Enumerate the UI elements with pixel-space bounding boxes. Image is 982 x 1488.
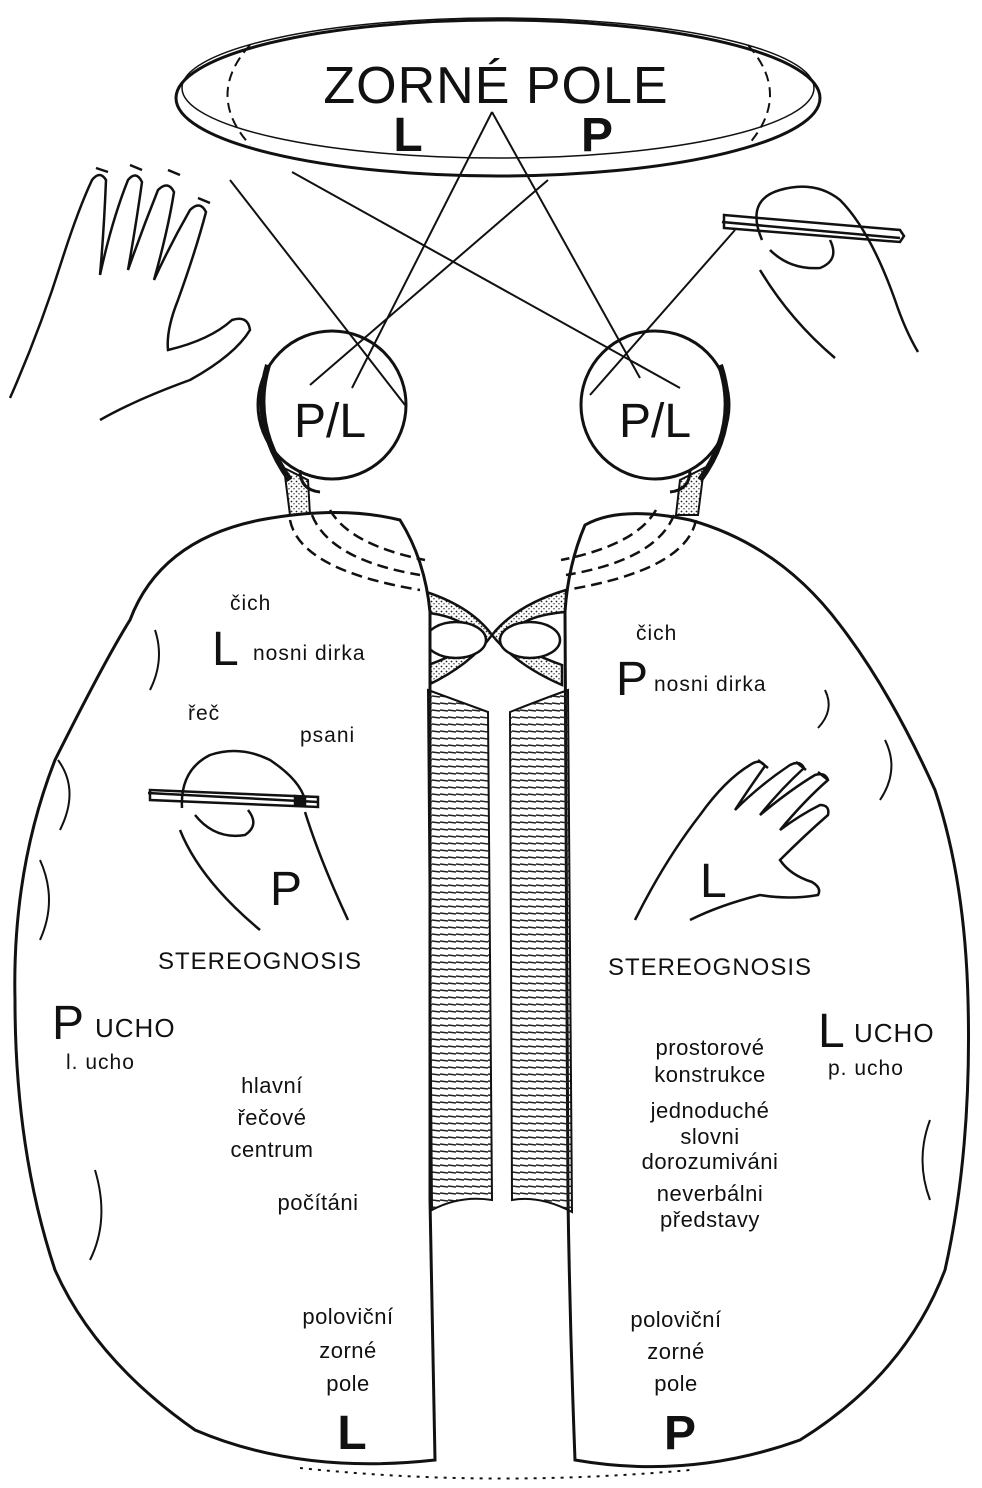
left-nostril-side: L <box>212 626 239 674</box>
left-hand-side: P <box>270 866 302 914</box>
writing-label: psani <box>300 725 355 746</box>
right-half-field-line-2: zorné <box>647 1341 705 1363</box>
visual-field-left-mark: L <box>393 112 422 160</box>
right-stereognosis: STEREOGNOSIS <box>608 956 812 980</box>
left-half-field-line-1: poloviční <box>302 1306 393 1328</box>
left-half-field-side: L <box>337 1410 366 1458</box>
left-half-field-line-2: zorné <box>319 1340 377 1362</box>
speech-center-line-1: hlavní <box>241 1075 303 1097</box>
left-stereognosis: STEREOGNOSIS <box>158 950 362 974</box>
left-ear-side: P <box>52 1000 84 1048</box>
simple-words-line-2: slovni <box>680 1126 739 1148</box>
spatial-line-1: prostorové <box>656 1037 765 1059</box>
optic-lines <box>230 112 735 405</box>
spatial-line-2: konstrukce <box>654 1064 765 1086</box>
right-hand-side: L <box>700 858 727 906</box>
right-half-field-line-3: pole <box>654 1373 698 1395</box>
right-smell-label: čich <box>636 623 677 644</box>
speech-label: řeč <box>188 703 220 724</box>
right-half-field-line-1: poloviční <box>630 1309 721 1331</box>
simple-words-line-3: dorozumiváni <box>642 1151 779 1173</box>
right-ear-label: UCHO <box>854 1020 935 1046</box>
left-ear-sub: l. ucho <box>66 1052 135 1073</box>
optic-nerves <box>284 468 704 515</box>
visual-field-right-mark: P <box>581 112 613 160</box>
right-half-field-side: P <box>664 1410 696 1458</box>
lower-edge-dots <box>300 1468 690 1479</box>
corpus-callosum <box>428 690 572 1212</box>
right-eye-label: P/L <box>619 398 691 446</box>
simple-words-line-1: jednoduché <box>651 1100 770 1122</box>
speech-center-line-2: řečové <box>237 1107 306 1129</box>
hand-upper-right-pencil <box>722 187 918 358</box>
visual-field-title: ZORNÉ POLE <box>323 60 668 112</box>
calculation-label: počítáni <box>277 1192 358 1214</box>
right-nostril-label: nosni dirka <box>654 674 767 695</box>
nonverbal-line-2: představy <box>660 1209 760 1231</box>
right-ear-sub: p. ucho <box>828 1058 904 1079</box>
speech-center-line-3: centrum <box>231 1139 314 1161</box>
nonverbal-line-1: neverbálni <box>657 1183 764 1205</box>
left-ear-label: UCHO <box>95 1015 176 1041</box>
right-nostril-side: P <box>616 656 648 704</box>
right-ear-side: L <box>818 1008 845 1056</box>
hand-upper-left <box>10 165 250 420</box>
optic-chiasm <box>420 590 566 685</box>
left-smell-label: čich <box>230 593 271 614</box>
left-half-field-line-3: pole <box>326 1373 370 1395</box>
left-nostril-label: nosni dirka <box>253 643 366 664</box>
left-eye-label: P/L <box>294 398 366 446</box>
